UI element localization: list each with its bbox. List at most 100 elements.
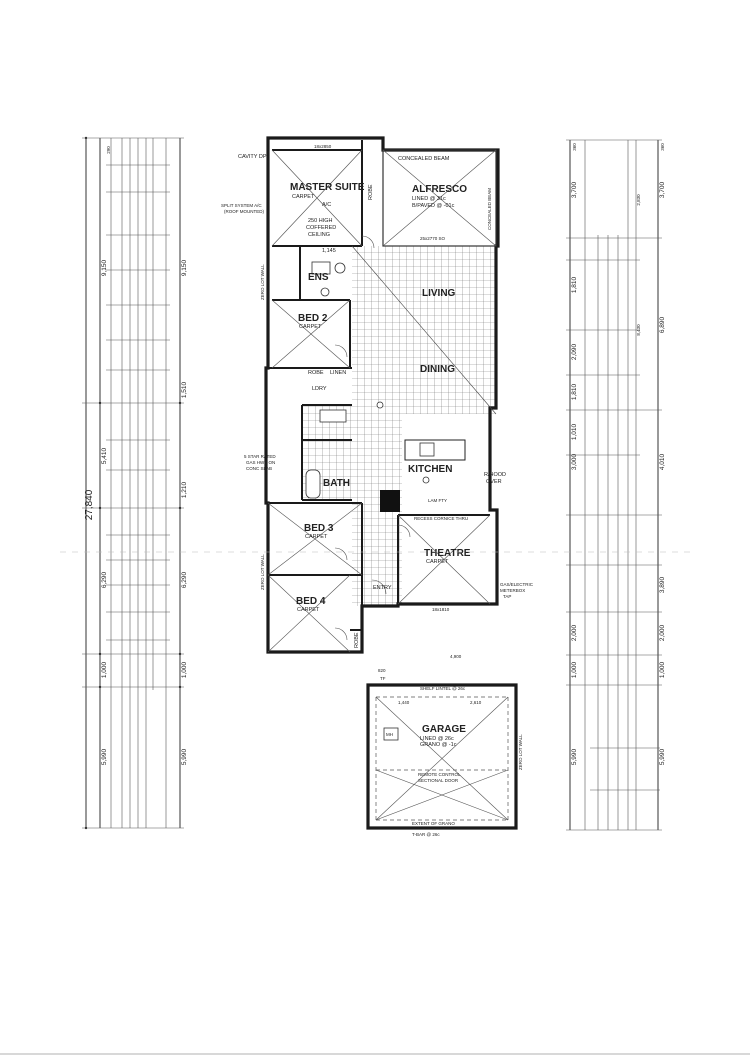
room-laundry: LDRY [312,386,327,392]
note-gas-3: CONC SLAB [246,466,272,471]
dim-left-1: 9,150 [101,259,108,276]
room-living: LIVING [422,288,456,299]
dim-left-7: 9,150 [181,259,188,276]
room-master-suite: MASTER SUITE [290,182,365,193]
ceiling-note-1: 250 HIGH [308,218,332,224]
house-plan: MASTER SUITE CARPET A/C 250 HIGH COFFERE… [221,136,534,681]
dim-right-11: 3,000 [571,453,578,470]
note-gas-meter-1: GAS/ELECTRIC [500,582,534,587]
note-concealed-beam-v: CONCEALED BEAM [487,188,492,230]
dim-right-7: 5,990 [659,748,666,765]
dim-right-17: 2,090 [571,343,578,360]
room-garage: GARAGE [422,724,466,735]
note-dim-2610: 2,610 [470,700,482,705]
note-dim-1440: 1,440 [398,700,410,705]
note-remote-1: REMOTE CONTROL [418,772,461,777]
dim-right-9: 8,430 [636,324,641,336]
dim-right-13: 1,000 [571,661,578,678]
dim-right-4: 3,890 [659,576,666,593]
room-garage-grano: GRANO @ -1c [420,742,457,748]
room-master-ac: A/C [322,202,331,208]
dim-right-18: 1,810 [571,383,578,400]
note-extent: EXTENT OF GRANO [412,821,455,826]
note-zero-lot-1: ZERO LOT WALL [260,264,265,300]
note-dim-820: 820 [378,668,386,673]
note-concealed-beam: CONCEALED BEAM [398,156,450,162]
dim-left-2: 5,410 [101,447,108,464]
dim-right-5: 2,000 [659,624,666,641]
dim-right-10: 2,830 [636,194,641,206]
dim-right-14: 5,990 [571,748,578,765]
room-entry: ENTRY [373,585,392,591]
note-zero-lot-2: ZERO LOT WALL [260,554,265,590]
dim-right-8: 360 [660,143,665,151]
dim-left-10: 6,290 [181,571,188,588]
note-remote-2: SECTIONAL DOOR [418,778,459,783]
dim-left-9: 1,210 [181,481,188,498]
note-lam-fty: LAM FTY [428,498,447,503]
note-dim-1810: 18x1810 [432,607,450,612]
room-ens: ENS [308,272,329,283]
room-garage-lined: LINED @ 26c [420,736,454,742]
note-split-ac-1: SPLIT SYSTEM A/C [221,203,262,208]
room-linen: LINEN [330,370,346,376]
note-shelf-lintel: SHELF LINTEL @ 26c [420,686,466,691]
note-tap: TAP [503,594,511,599]
dim-left-3: 6,290 [101,571,108,588]
dim-right-3: 4,010 [659,453,666,470]
dim-right-2: 6,890 [659,316,666,333]
note-zero-lot-3: ZERO LOT WALL [518,734,523,770]
room-bed2-carpet: CARPET [299,324,322,330]
dim-right-19: 1,010 [571,423,578,440]
room-bath: BATH [323,478,350,489]
room-theatre: THEATRE [424,548,471,559]
note-mh: MH [386,732,393,737]
room-bed3-carpet: CARPET [305,534,328,540]
left-dimension-strings: 27,840 9,150 5,410 6,290 1,000 5,990 290… [82,136,188,830]
dim-total: 27,840 [84,489,95,520]
room-bed2: BED 2 [298,313,328,324]
note-dim-top: 18x2850 [314,144,332,149]
dim-left-11: 1,000 [181,661,188,678]
dim-right-1: 3,700 [659,181,666,198]
room-dining: DINING [420,364,455,375]
note-recess: RECESS CORNICE THRU [414,516,468,521]
note-rhood-1: R/HOOD [484,472,506,478]
dim-right-16: 1,810 [571,276,578,293]
room-bed3: BED 3 [304,523,334,534]
ceiling-note-3: CEILING [308,232,330,238]
room-robe4: ROBE [354,632,360,648]
ceiling-note-2: COFFERED [306,225,336,231]
dim-right-6: 1,000 [659,661,666,678]
note-gas-2: GAS HWS ON [246,460,275,465]
note-cavity-dp: CAVITY DP [238,154,267,160]
right-dimension-strings: 3,700 6,890 4,010 3,890 2,000 1,000 5,99… [566,139,666,831]
note-split-ac-2: (ROOF MOUNTED) [224,209,264,214]
note-beam-25: 25x2770 SO [420,236,446,241]
dim-right-20: 360 [572,143,577,151]
dim-left-6: 290 [106,146,111,154]
dim-right-12: 2,000 [571,624,578,641]
note-tf: TF [380,676,386,681]
dim-left-8: 1,510 [181,381,188,398]
room-kitchen: KITCHEN [408,464,452,475]
room-alfresco: ALFRESCO [412,184,467,195]
note-tbar: T-BAR @ 26c [412,832,440,837]
note-dim-1145: 1,145 [322,248,336,254]
garage-plan: MH GARAGE LINED @ 26c GRANO @ -1c SHELF … [366,683,523,837]
note-dim-4900: 4,900 [450,654,462,659]
room-bed4-carpet: CARPET [297,607,320,613]
dim-left-4: 1,000 [101,661,108,678]
room-robe2: ROBE [308,370,324,376]
note-rhood-2: OVER [486,479,502,485]
room-alfresco-paved: B/PAVED @ -01c [412,203,455,209]
room-alfresco-lined: LINED @ 31c [412,196,446,202]
note-gas-1: 5 STAR RATED [244,454,276,459]
room-master-carpet: CARPET [292,194,315,200]
room-theatre-carpet: CARPET [426,559,449,565]
room-robe-master: ROBE [368,184,374,200]
dim-left-12: 5,990 [181,748,188,765]
room-bed4: BED 4 [296,596,326,607]
note-gas-meter-2: METERBOX [500,588,525,593]
